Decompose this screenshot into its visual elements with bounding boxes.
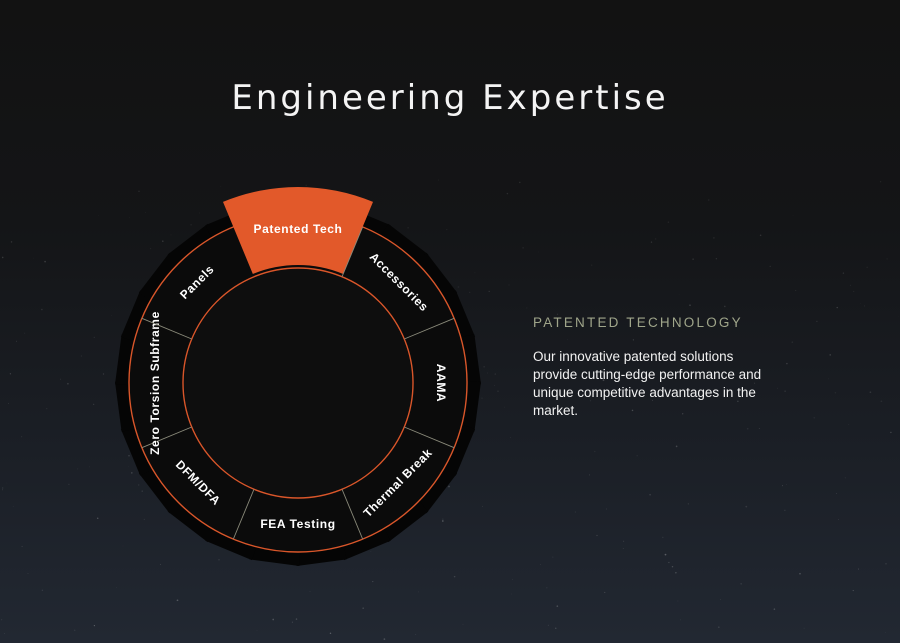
segment-divider — [404, 317, 455, 340]
gear-tooth — [409, 460, 458, 514]
gear-tooth — [138, 252, 187, 306]
gear-tooth — [375, 223, 429, 272]
gear-tooth — [409, 252, 458, 306]
wheel-segment-fea-testing[interactable]: FEA Testing — [260, 489, 364, 540]
segment-divider — [341, 226, 364, 277]
detail-panel: PATENTED TECHNOLOGY Our innovative paten… — [533, 315, 763, 420]
gear-tooth — [375, 494, 429, 543]
segment-divider — [232, 489, 255, 540]
wheel-segment-label: AAMA — [434, 364, 448, 402]
gear-tooth — [167, 223, 221, 272]
active-segment-highlight — [222, 187, 374, 274]
wheel-segment-label: Zero Torsion Subframe — [148, 311, 162, 455]
detail-heading: PATENTED TECHNOLOGY — [533, 315, 743, 330]
gear-tooth — [138, 460, 187, 514]
detail-body: Our innovative patented solutions provid… — [533, 349, 762, 418]
segment-divider — [404, 426, 455, 449]
segment-divider — [141, 426, 192, 449]
wheel-segment-label: Patented Tech — [254, 222, 343, 236]
wheel-segment-patented-tech[interactable]: Patented Tech — [222, 187, 374, 274]
wheel-hub — [184, 269, 412, 497]
segment-divider — [341, 489, 364, 540]
gear-tooth — [167, 494, 221, 543]
wheel-segment-zero-torsion-subframe[interactable]: Zero Torsion Subframe — [141, 311, 192, 455]
page-title: Engineering Expertise — [231, 78, 669, 118]
wheel-segment-aama[interactable]: AAMA — [404, 317, 455, 402]
wheel-segment-label: FEA Testing — [260, 517, 335, 531]
segment-divider — [141, 317, 192, 340]
wheel-inner-outline — [182, 267, 414, 499]
